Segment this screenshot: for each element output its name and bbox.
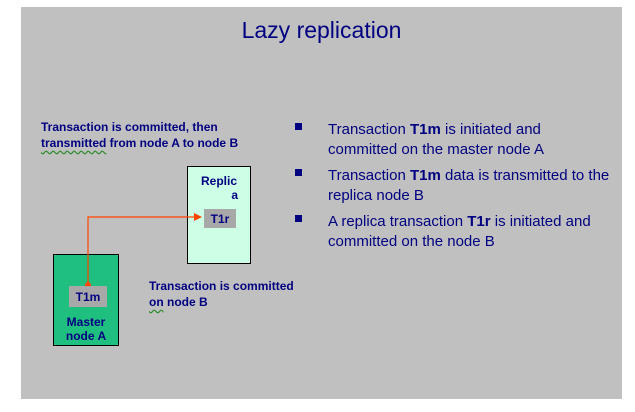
bullet-square-icon [295,123,302,130]
caption-commit-transmit: Transaction is committed, then transmitt… [41,119,291,151]
bullet-text-post: is initiated and committed on the node B [328,213,591,250]
replica-transaction-box: T1r [204,209,236,228]
caption-mid-line1: Transaction is committed [149,279,294,293]
master-label-line1: Master [66,315,106,329]
slide: Lazy replication Transaction is committe… [21,7,622,399]
caption-top-line1: Transaction is committed, then [41,120,218,134]
bullet-text-bold: T1m [409,121,441,138]
bullet-text-pre: Transaction [328,121,410,138]
bullet-square-icon [295,215,302,222]
bullet-text-bold: T1m [409,167,441,184]
bullet-text-bold: T1r [467,213,491,230]
caption-mid-line2: on node B [149,294,329,310]
master-label-line2: node A [65,329,107,343]
bullet-text-pre: Transaction [328,167,410,184]
bullet-square-icon [295,169,302,176]
bullet-text-post: is initiated and committed on the master… [328,121,544,158]
master-node: Master node A [53,254,119,346]
bullet-item: A replica transaction T1r is initiated a… [293,212,613,252]
slide-title: Lazy replication [241,17,402,43]
caption-top-line2: transmitted from node A to node B [41,135,291,151]
master-transaction-box: T1m [69,286,107,307]
caption-top-rest: from node A to node B [106,136,239,150]
bullet-text-post: data is transmitted to the replica node … [328,167,610,204]
caption-top-word: transmitted [41,136,107,150]
caption-commit-node-b: Transaction is committed on node B [149,278,329,310]
bullet-list: Transaction T1m is initiated and committ… [293,120,613,258]
caption-mid-rest: node B [163,295,208,309]
replica-node-label: Replic a [196,174,242,202]
master-node-label: Master node A [56,315,116,343]
bullet-item: Transaction T1m data is transmitted to t… [293,166,613,206]
bullet-item: Transaction T1m is initiated and committ… [293,120,613,160]
bullet-text-pre: A replica transaction [328,213,468,230]
replica-label-line2: a [231,188,238,202]
caption-mid-word: on [149,295,164,309]
replica-label-line1: Replic [200,174,237,188]
